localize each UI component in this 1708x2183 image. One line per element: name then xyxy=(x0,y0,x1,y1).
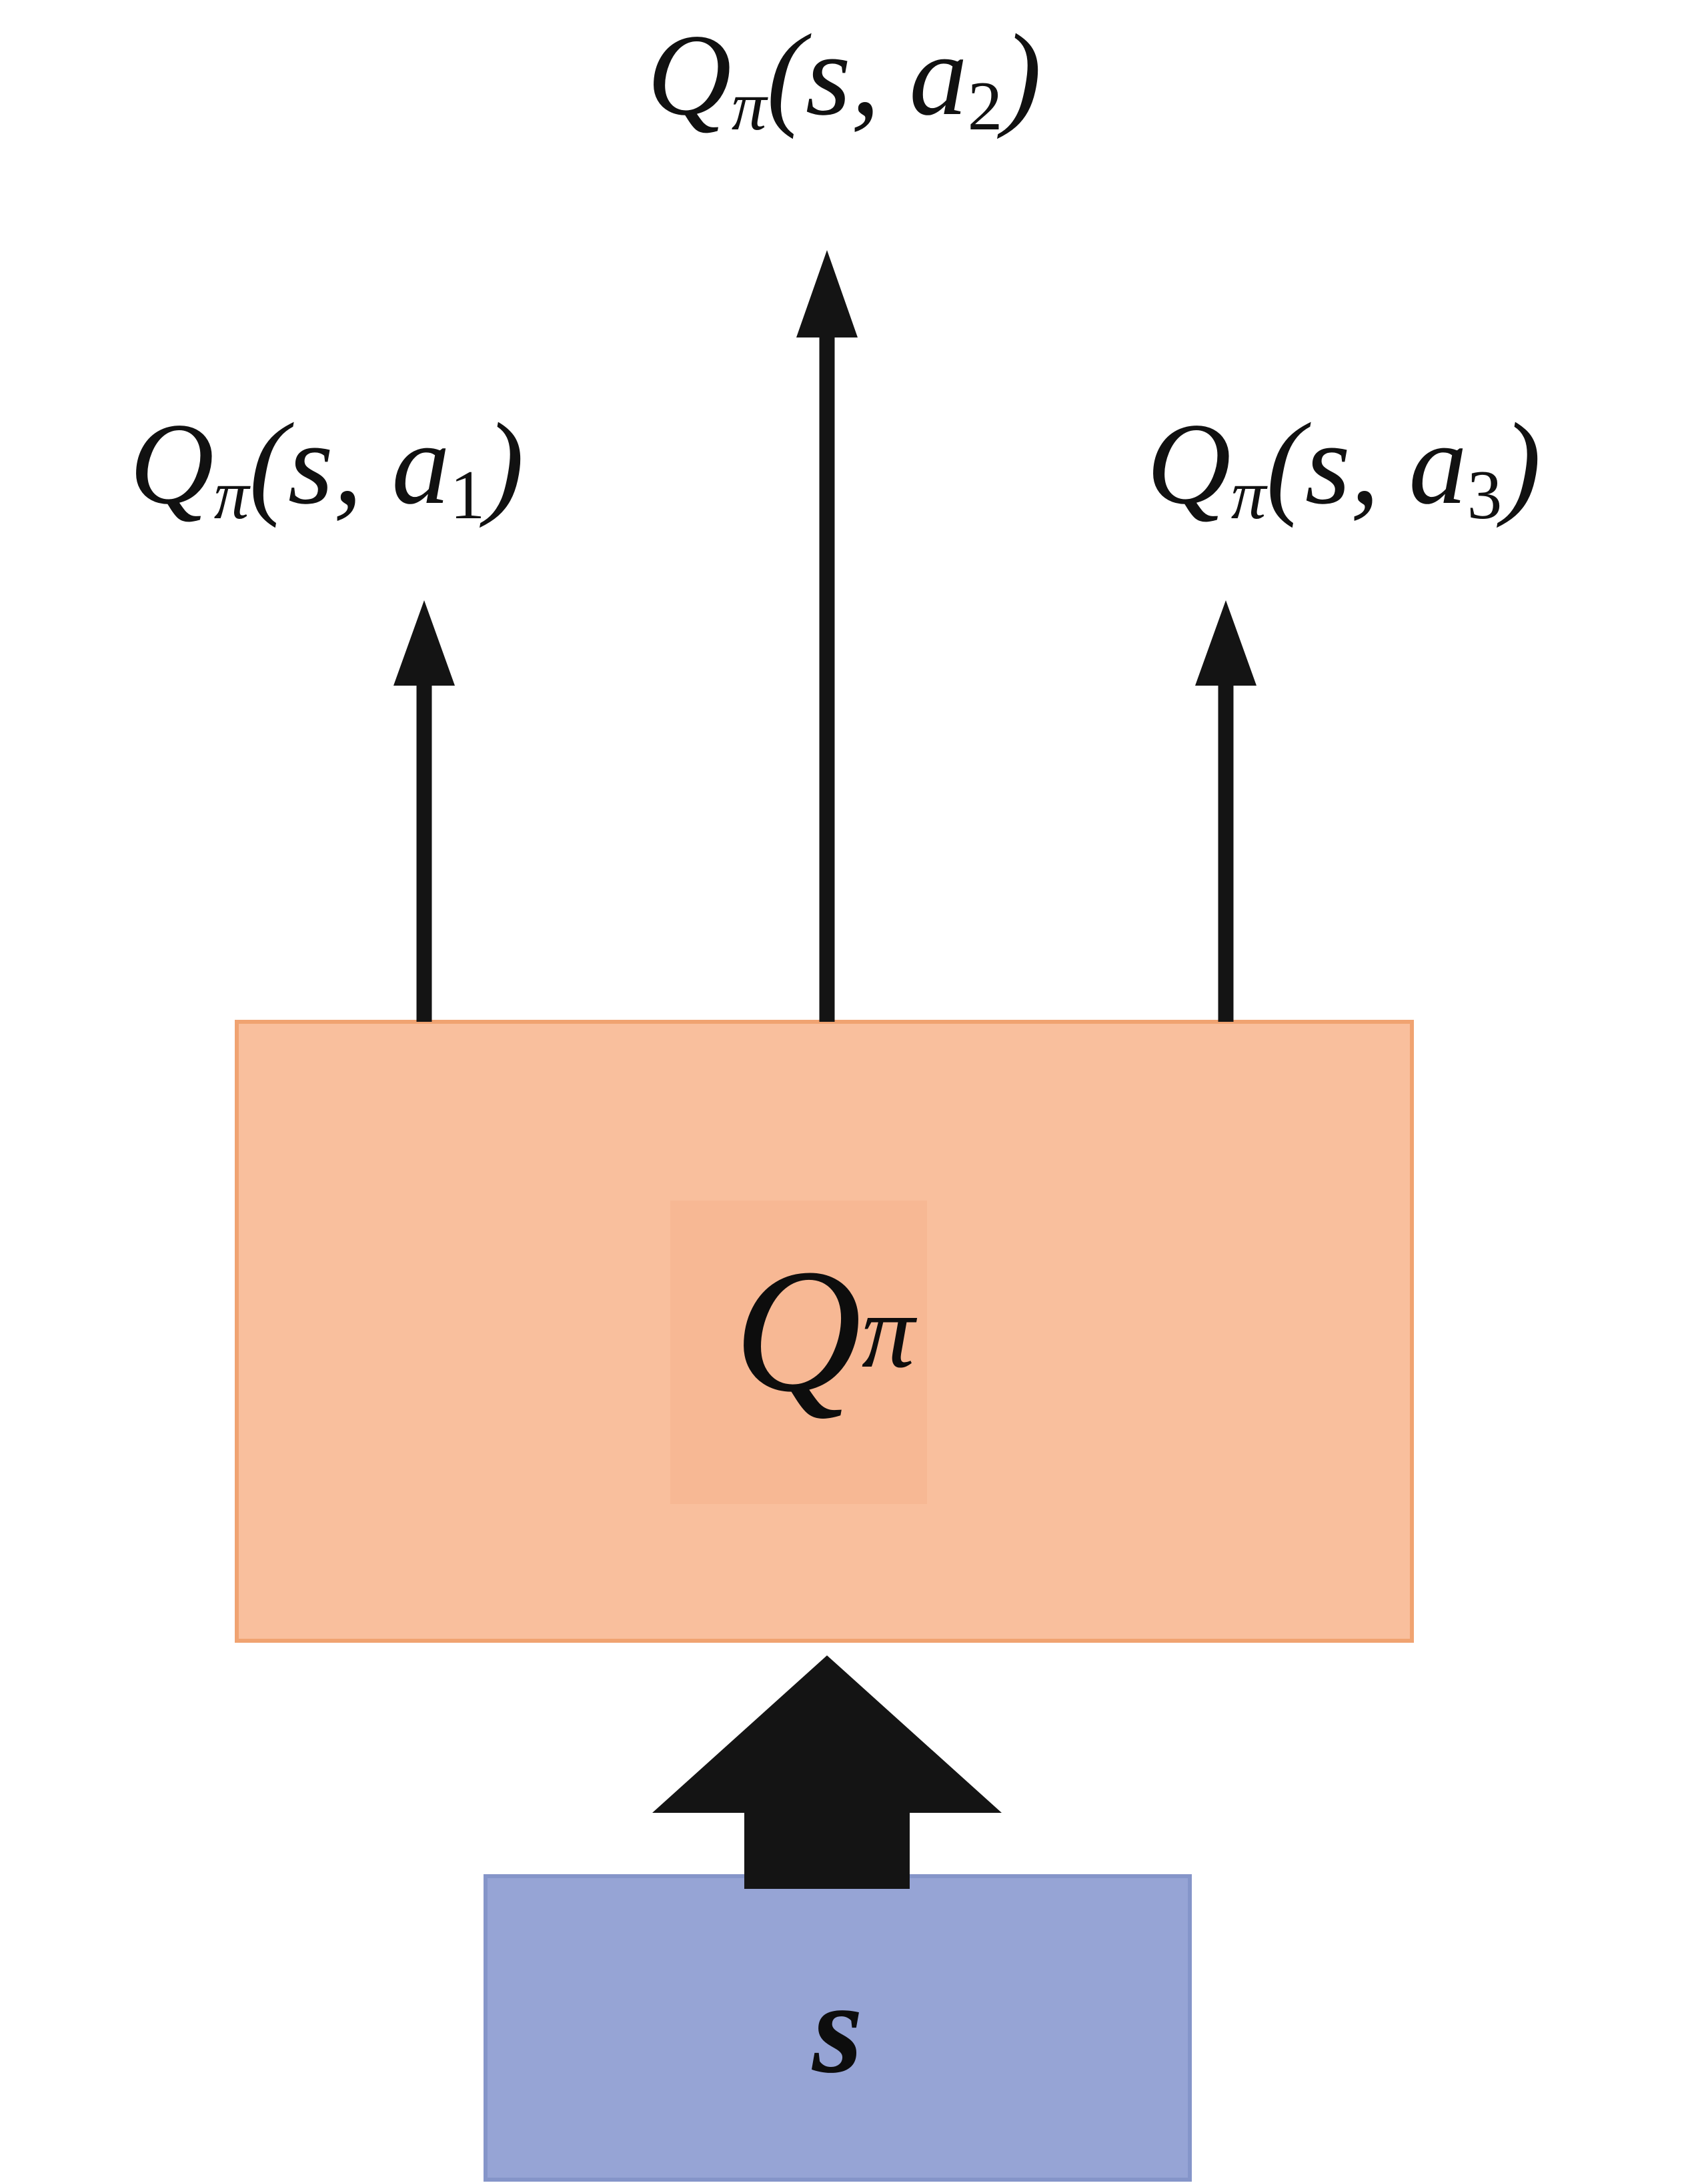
input-label-text: s xyxy=(812,1956,863,2100)
output-label-a2-func: Q xyxy=(647,10,732,139)
output-arrow-a3-head xyxy=(1195,600,1256,686)
output-label-a3-close: ) xyxy=(1502,399,1541,528)
output-label-a2-args: (s, a xyxy=(766,10,968,139)
input-arrow xyxy=(652,1655,1002,1889)
output-label-a1-args: (s, a xyxy=(249,399,450,528)
output-label-a1-close: ) xyxy=(485,399,524,528)
output-label-a3: Qπ(s, a3) xyxy=(1000,397,1687,536)
output-label-a2: Qπ(s, a2) xyxy=(478,8,1211,147)
network-label-func-sub: π xyxy=(861,1272,915,1390)
output-label-a1-action-sub: 1 xyxy=(450,456,486,534)
output-arrow-a2-head xyxy=(796,250,858,337)
network-label-func: Q xyxy=(734,1233,862,1429)
output-label-a2-close: ) xyxy=(1002,10,1042,139)
output-label-a2-func-sub: π xyxy=(731,67,767,145)
output-label-a3-action-sub: 3 xyxy=(1467,456,1503,534)
output-label-a1-func: Q xyxy=(129,399,214,528)
output-arrow-a1-head xyxy=(393,600,455,686)
output-label-a3-func: Q xyxy=(1146,399,1231,528)
output-label-a2-action-sub: 2 xyxy=(967,67,1003,145)
network-box-inner-shade xyxy=(670,1201,927,1504)
output-label-a1: Qπ(s, a1) xyxy=(0,397,654,536)
output-label-a3-func-sub: π xyxy=(1230,456,1266,534)
input-box-label: s xyxy=(486,1876,1190,2180)
output-label-a3-args: (s, a xyxy=(1266,399,1467,528)
output-label-a1-func-sub: π xyxy=(213,456,249,534)
